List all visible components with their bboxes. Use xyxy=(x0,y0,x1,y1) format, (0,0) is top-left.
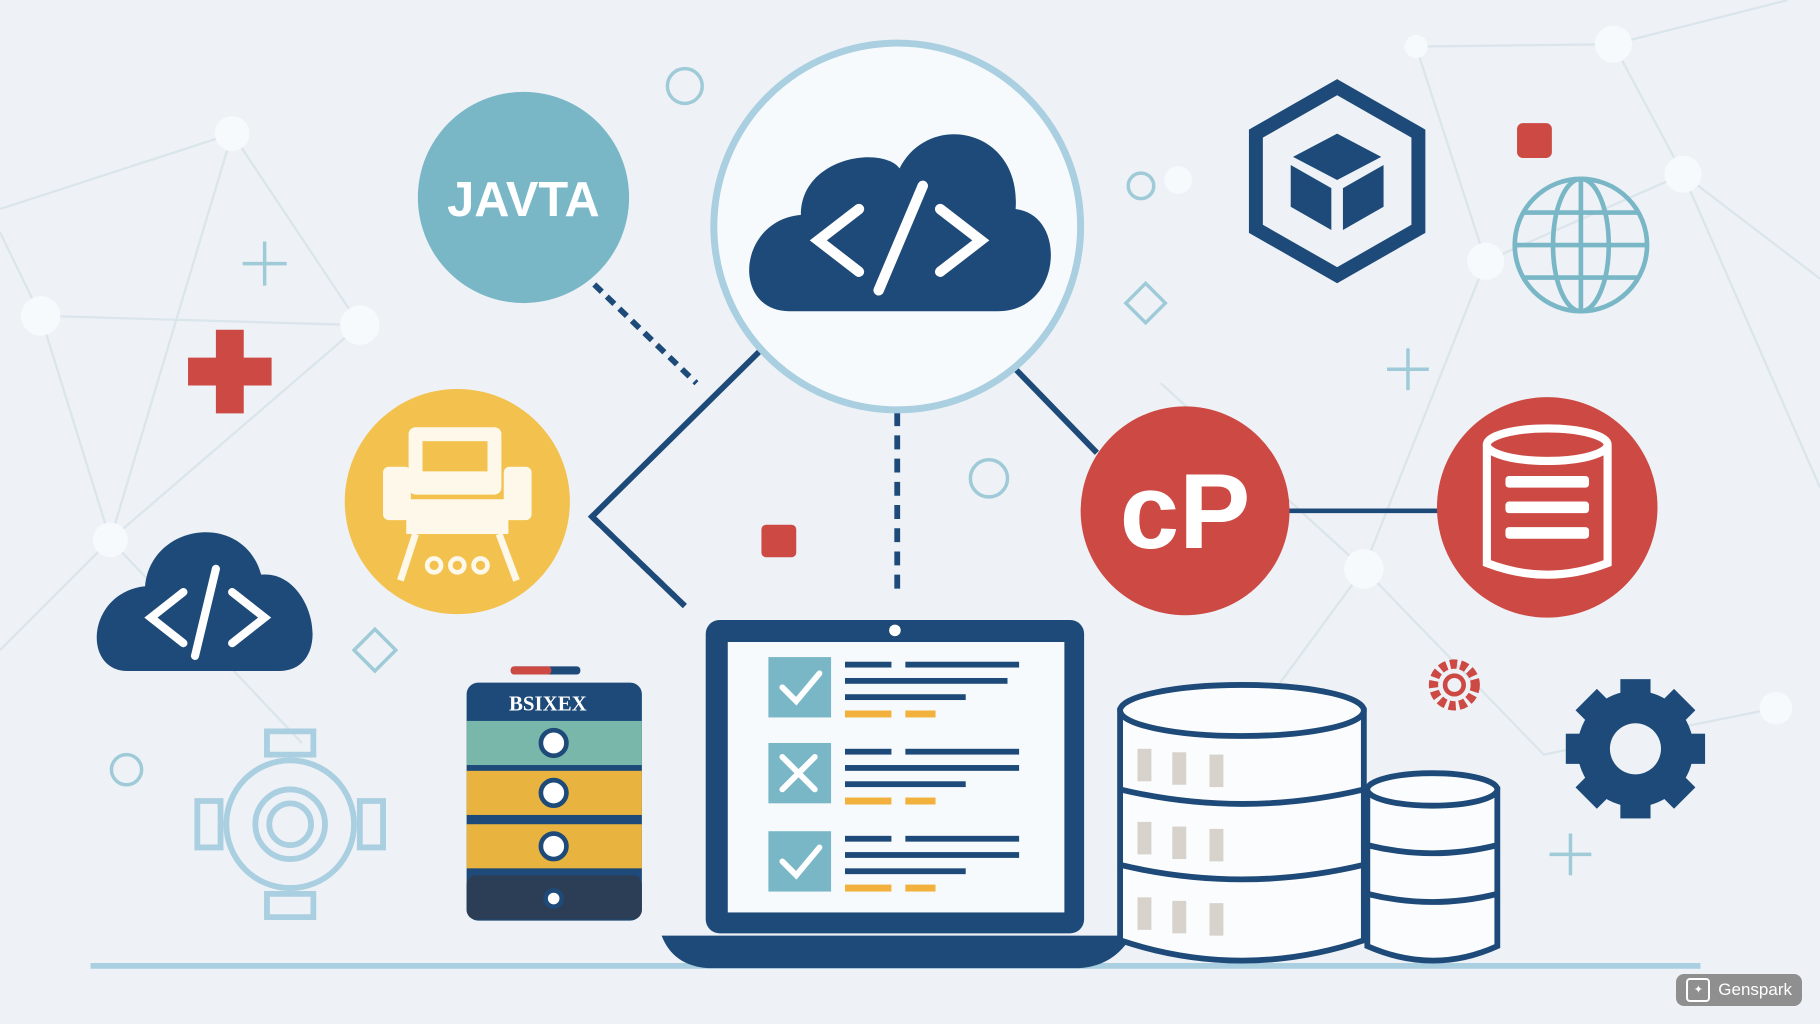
package-icon xyxy=(1248,79,1426,284)
small-gear-icon xyxy=(1428,659,1480,711)
gear-icon xyxy=(1565,679,1706,819)
cpanel-logo-text: cP xyxy=(1120,451,1251,571)
server-label: BSIXEX xyxy=(509,691,587,715)
plus-icon xyxy=(188,329,272,414)
java-logo-text: JAVTA xyxy=(447,173,600,227)
red-square xyxy=(761,524,797,558)
cloud-code-icon xyxy=(96,532,313,672)
cpanel-badge: cP xyxy=(1080,406,1290,616)
cloud-icon xyxy=(749,134,1051,312)
globe-icon xyxy=(1512,176,1650,314)
code-icon xyxy=(809,180,990,296)
cloud-code-badge xyxy=(710,39,1085,414)
server-rack: BSIXEX xyxy=(466,666,642,921)
decorations xyxy=(109,66,1592,876)
watermark-label: Genspark xyxy=(1718,980,1792,999)
java-badge: JAVTA xyxy=(417,91,630,304)
database-badge xyxy=(1436,397,1658,618)
red-square xyxy=(1517,123,1552,158)
connector-lines xyxy=(587,282,1440,609)
laptop-checklist xyxy=(661,619,1132,969)
gear-icon xyxy=(194,728,386,920)
network-nodes xyxy=(20,25,1793,725)
database-stack xyxy=(1117,682,1501,964)
server-machine-badge xyxy=(344,388,570,615)
sparkle-icon: ✦ xyxy=(1686,978,1711,1002)
watermark-badge: ✦ Genspark xyxy=(1676,974,1802,1006)
